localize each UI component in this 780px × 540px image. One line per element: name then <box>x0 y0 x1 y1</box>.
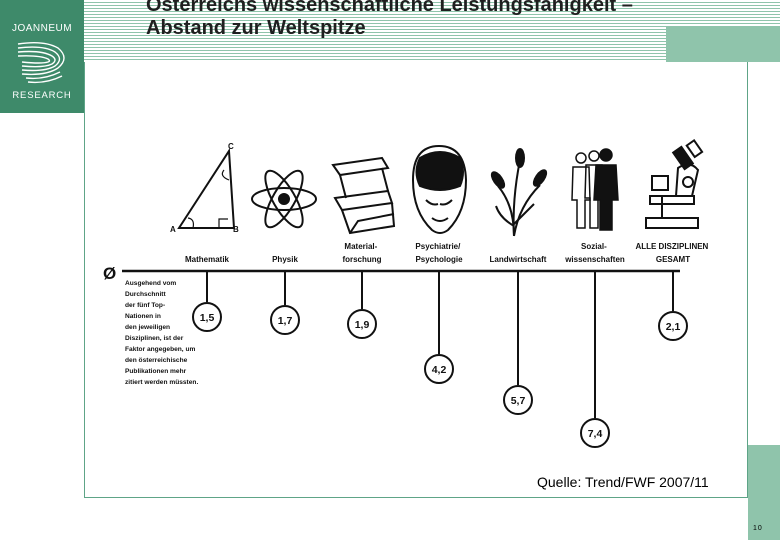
page-number: 10 <box>753 525 763 532</box>
label-materialforschung-line-2: forschung <box>342 255 381 264</box>
label-landwirtschaft: Landwirtschaft <box>490 255 547 264</box>
label-sozialwissenschaften: Sozial- wissenschaften <box>564 242 625 264</box>
label-psychologie: Psychiatrie/ Psychologie <box>415 242 463 264</box>
brain-head-icon <box>411 144 468 234</box>
label-landwirtschaft-line-1: Landwirtschaft <box>490 255 547 264</box>
value-gesamt: 2,1 <box>666 321 681 333</box>
note-line-3: der fünf Top- <box>125 302 165 309</box>
wheat-icon <box>490 148 548 237</box>
value-sozialwissenschaften: 7,4 <box>588 428 603 440</box>
label-materialforschung-line-1: Material- <box>344 242 377 251</box>
value-materialforschung: 1,9 <box>355 319 370 331</box>
triangle-vertex-c: C <box>228 142 234 151</box>
value-marker-sozialwissenschaften <box>580 418 610 448</box>
value-mathematik: 1,5 <box>200 312 215 324</box>
label-gesamt-line-2: GESAMT <box>656 255 690 264</box>
note-line-8: den österreichische <box>125 357 188 364</box>
note-line-10: zitiert werden müssten. <box>125 379 198 386</box>
people-icon <box>571 148 619 231</box>
label-psychologie-line-1: Psychiatrie/ <box>415 242 461 251</box>
note-line-6: Disziplinen, ist der <box>125 335 184 342</box>
header-band-accent <box>666 26 780 62</box>
slide-title: Österreichs wissenschaftliche Leistungsf… <box>146 0 633 39</box>
label-sozialwissenschaften-line-2: wissenschaften <box>564 255 625 264</box>
header-band <box>84 0 780 62</box>
side-bar <box>748 62 780 445</box>
label-physik-line-1: Physik <box>272 255 298 264</box>
explanation-note: Ausgehend vom Durchschnitt der fünf Top-… <box>125 280 198 386</box>
note-line-1: Ausgehend vom <box>125 280 176 287</box>
value-marker-gesamt <box>658 311 688 341</box>
value-psychologie: 4,2 <box>432 364 447 376</box>
logo-swoosh-icon <box>17 41 65 84</box>
note-line-9: Publikationen mehr <box>125 368 187 375</box>
note-line-2: Durchschnitt <box>125 291 166 298</box>
triangle-vertex-b: B <box>233 225 239 234</box>
logo-top-text: JOANNEUM <box>12 23 72 34</box>
microscope-icon <box>645 139 704 229</box>
beam-icon <box>331 156 396 235</box>
content-frame <box>84 62 748 498</box>
value-marker-psychologie <box>424 354 454 384</box>
label-sozialwissenschaften-line-1: Sozial- <box>581 242 607 251</box>
source-citation: Quelle: Trend/FWF 2007/11 <box>537 474 709 490</box>
note-line-5: den jeweiligen <box>125 324 170 331</box>
value-marker-landwirtschaft <box>503 385 533 415</box>
value-landwirtschaft: 5,7 <box>511 395 526 407</box>
triangle-icon: A B C <box>170 142 239 234</box>
label-mathematik-line-1: Mathematik <box>185 255 230 264</box>
note-line-7: Faktor angegeben, um <box>125 346 195 353</box>
value-physik: 1,7 <box>278 315 293 327</box>
label-gesamt-line-1: ALLE DISZIPLINEN <box>635 242 708 251</box>
average-symbol: Ø <box>103 264 116 283</box>
label-materialforschung: Material- forschung <box>342 242 381 264</box>
label-gesamt: ALLE DISZIPLINEN GESAMT <box>635 242 710 264</box>
note-line-4: Nationen in <box>125 313 161 320</box>
atom-icon <box>251 169 317 229</box>
joanneum-research-logo: JOANNEUM RESEARCH <box>0 0 84 113</box>
value-marker-materialforschung <box>347 309 377 339</box>
value-marker-physik <box>270 305 300 335</box>
label-physik: Physik <box>272 255 298 264</box>
value-marker-mathematik <box>192 302 222 332</box>
label-psychologie-line-2: Psychologie <box>415 255 463 264</box>
category-labels: Mathematik Physik Material- forschung Ps… <box>185 242 710 264</box>
label-mathematik: Mathematik <box>185 255 230 264</box>
triangle-vertex-a: A <box>170 225 176 234</box>
logo-bottom-text: RESEARCH <box>12 90 71 101</box>
side-bar-bottom <box>748 445 780 540</box>
